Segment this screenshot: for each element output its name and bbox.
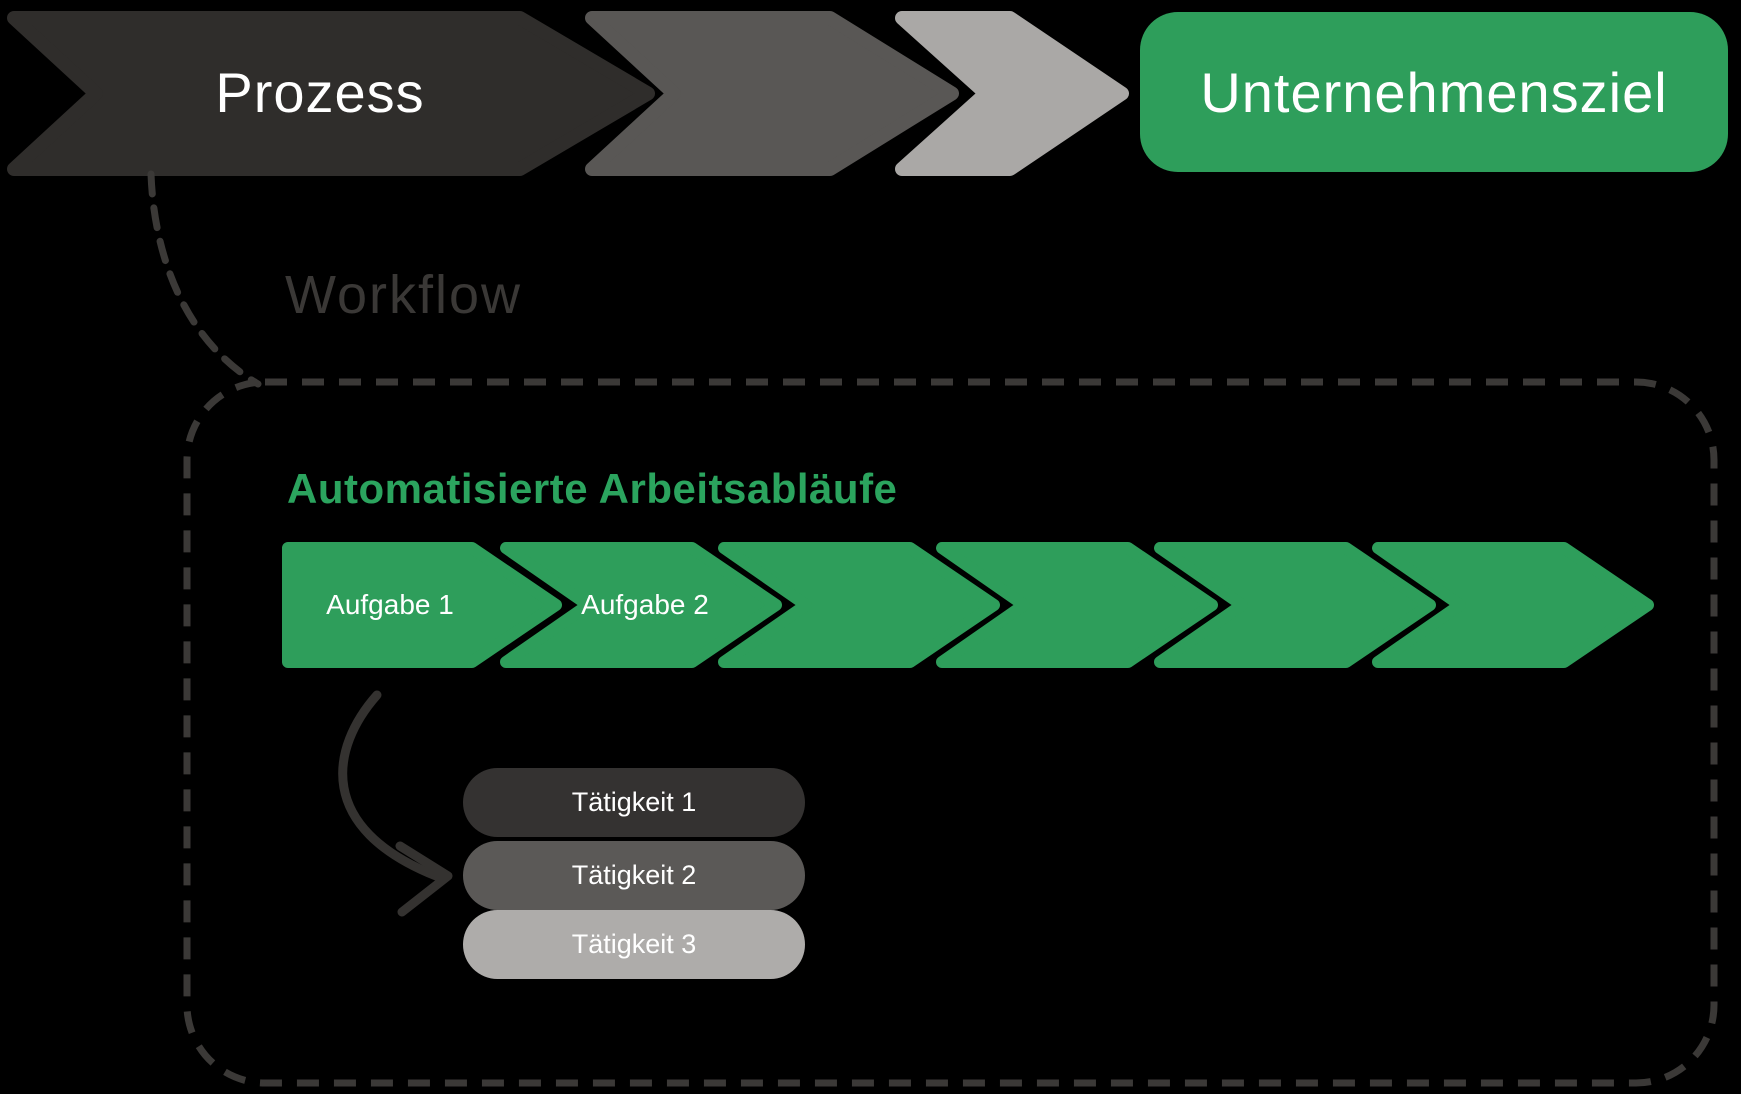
task-arrow-5-shape: [1154, 542, 1436, 668]
task-to-activity-arrow: [338, 690, 441, 881]
task-arrow-6-shape: [1372, 542, 1654, 668]
activity-pill-3: Tätigkeit 3: [463, 910, 805, 979]
task-arrow-2-shape: [500, 542, 782, 668]
task-arrow-3-shape: [718, 542, 1000, 668]
task-to-activity-arrowhead: [395, 841, 453, 917]
activity-pill-2: Tätigkeit 2: [463, 841, 805, 910]
process-arrow-shape: [7, 11, 655, 176]
task-arrow-1-shape: [282, 542, 562, 668]
task-2-label: Aufgabe 2: [581, 589, 709, 620]
task-arrow-4-shape: [936, 542, 1218, 668]
process-to-workflow-connector: [147, 170, 262, 388]
workflow-label: Workflow: [285, 265, 523, 325]
automated-workflows-heading: Automatisierte Arbeitsabläufe: [287, 465, 898, 512]
goal-label: Unternehmensziel: [1200, 60, 1668, 124]
activity-pill-1: Tätigkeit 1: [463, 768, 805, 837]
activity-1-label: Tätigkeit 1: [571, 787, 697, 817]
flow-arrow-2-shape: [585, 11, 959, 176]
workflow-dashed-container: [183, 378, 1718, 1087]
goal-box: Unternehmensziel: [1140, 12, 1728, 172]
task-1-label: Aufgabe 1: [326, 589, 454, 620]
activity-2-label: Tätigkeit 2: [571, 860, 697, 890]
process-arrow-label: Prozess: [215, 61, 425, 124]
activity-3-label: Tätigkeit 3: [571, 929, 697, 959]
flow-arrow-3-shape: [895, 11, 1129, 176]
